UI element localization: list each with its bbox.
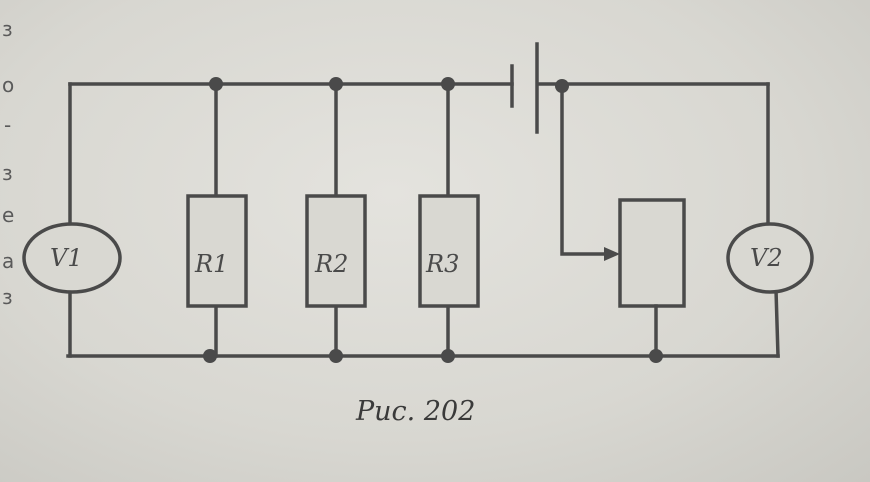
margin-fragment: е [2, 203, 14, 227]
rheostat-slider-wire [560, 82, 612, 256]
rheostat-slider-arrow-icon [604, 247, 620, 261]
resistor-r3-label: R3 [425, 250, 459, 278]
junction-node [649, 349, 663, 363]
resistor-r3-body [418, 194, 480, 308]
resistor-r1-label: R1 [194, 250, 228, 278]
resistor-r2-body [305, 194, 367, 308]
margin-fragment: - [4, 113, 11, 137]
junction-node [329, 77, 343, 91]
voltmeter-v1: V1 [22, 222, 122, 294]
junction-node [441, 349, 455, 363]
junction-nodes [203, 77, 663, 363]
voltmeter-v1-circle [22, 222, 122, 294]
resistor-r2-label: R2 [314, 250, 348, 278]
resistor-r1-body [186, 194, 248, 308]
margin-fragment: о [2, 73, 14, 97]
voltmeter-v2: V2 [726, 222, 814, 294]
rheostat [560, 82, 686, 358]
resistor-r2: R2 [305, 194, 367, 308]
junction-node [209, 77, 223, 91]
rheostat-body [618, 198, 686, 308]
junction-node [329, 349, 343, 363]
margin-text-fragments: з о - з е а з [2, 17, 14, 309]
v2-wire-bottom [774, 288, 780, 358]
margin-fragment: а [2, 249, 14, 273]
voltmeter-v2-label: V2 [750, 244, 783, 272]
junction-node [203, 349, 217, 363]
voltmeter-v1-label: V1 [50, 244, 83, 272]
battery [510, 42, 539, 134]
junction-node [441, 77, 455, 91]
margin-fragment: з [2, 285, 13, 309]
figure-caption: Рис. 202 [355, 396, 475, 427]
margin-fragment: з [2, 161, 13, 185]
voltmeter-v2-circle [726, 222, 814, 294]
junction-node [555, 79, 569, 93]
resistor-r3: R3 [418, 194, 480, 308]
margin-fragment: з [2, 17, 13, 41]
resistor-r1: R1 [186, 194, 248, 308]
